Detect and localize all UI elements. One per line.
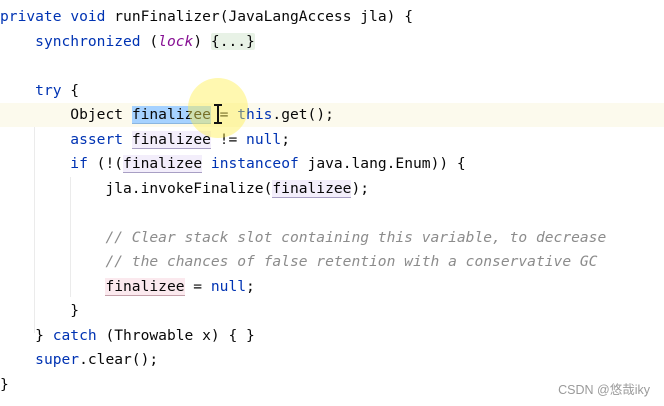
- folded-region[interactable]: {...}: [210, 32, 255, 50]
- code-text: java.lang.Enum)) {: [298, 155, 466, 172]
- selected-variable[interactable]: finalizee: [131, 106, 211, 124]
- code-text: {: [61, 81, 80, 99]
- code-line-16[interactable]: }: [0, 373, 664, 397]
- code-text: (!(: [87, 155, 124, 172]
- keyword: try: [35, 81, 62, 99]
- code-text: );: [351, 179, 370, 197]
- watermark: CSDN @悠哉iky: [558, 383, 650, 397]
- code-text: runFinalizer(JavaLangAccess jla) {: [105, 8, 413, 25]
- keyword: private: [0, 8, 62, 25]
- keyword: null: [210, 277, 247, 295]
- keyword: if: [70, 155, 88, 172]
- code-text: }: [35, 326, 53, 344]
- code-text: ;: [246, 277, 255, 295]
- indent-guide: [34, 103, 35, 333]
- code-text: .clear();: [79, 351, 159, 368]
- code-text: (Throwable x) { }: [96, 326, 255, 344]
- code-text: !=: [210, 130, 247, 148]
- keyword: assert: [70, 130, 124, 148]
- code-text: [123, 131, 132, 148]
- text-cursor-icon: [214, 104, 222, 124]
- code-line-9[interactable]: [0, 201, 664, 225]
- code-line-7[interactable]: if (!(finalizee instanceof java.lang.Enu…: [0, 152, 664, 176]
- code-text: }: [0, 375, 9, 393]
- code-line-14[interactable]: } catch (Throwable x) { }: [0, 324, 664, 348]
- code-line-6[interactable]: assert finalizee != null;: [0, 128, 664, 152]
- code-line-10[interactable]: // Clear stack slot containing this vari…: [0, 226, 664, 250]
- keyword: this: [237, 106, 273, 123]
- comment: // the chances of false retention with a…: [105, 253, 598, 270]
- variable-ref[interactable]: finalizee: [131, 130, 211, 149]
- variable-ref[interactable]: finalizee: [123, 155, 203, 173]
- keyword: void: [70, 8, 106, 25]
- code-line-4[interactable]: try {: [0, 79, 664, 103]
- code-line-8[interactable]: jla.invokeFinalize(finalizee);: [0, 177, 664, 201]
- code-line-1[interactable]: private void runFinalizer(JavaLangAccess…: [0, 5, 664, 29]
- code-text: =: [184, 277, 211, 295]
- code-line-5-current[interactable]: Object finalizee = this.get();: [0, 103, 664, 127]
- code-text: jla.invokeFinalize(: [105, 179, 273, 197]
- code-line-2[interactable]: synchronized (lock) {...}: [0, 30, 664, 54]
- code-text: Object: [70, 106, 132, 123]
- keyword: instanceof: [210, 155, 299, 172]
- code-line-12[interactable]: finalizee = null;: [0, 275, 664, 299]
- code-text: .get();: [272, 106, 334, 123]
- keyword: synchronized: [35, 32, 141, 50]
- indent-guide: [70, 177, 71, 297]
- code-line-3[interactable]: [0, 54, 664, 78]
- variable-write[interactable]: finalizee: [105, 277, 185, 296]
- field-ref: lock: [158, 32, 194, 50]
- code-text: [202, 155, 211, 172]
- code-text: (: [140, 32, 159, 50]
- code-line-13[interactable]: }: [0, 299, 664, 323]
- code-line-11[interactable]: // the chances of false retention with a…: [0, 250, 664, 274]
- comment: // Clear stack slot containing this vari…: [105, 228, 607, 246]
- code-line-15[interactable]: super.clear();: [0, 348, 664, 372]
- code-text: ;: [281, 130, 290, 148]
- keyword: super: [35, 351, 80, 368]
- variable-ref[interactable]: finalizee: [272, 179, 352, 198]
- code-text: }: [70, 302, 80, 319]
- code-text: ): [193, 32, 211, 50]
- keyword: null: [246, 130, 282, 148]
- keyword: catch: [52, 326, 97, 344]
- code-text: =: [210, 106, 238, 123]
